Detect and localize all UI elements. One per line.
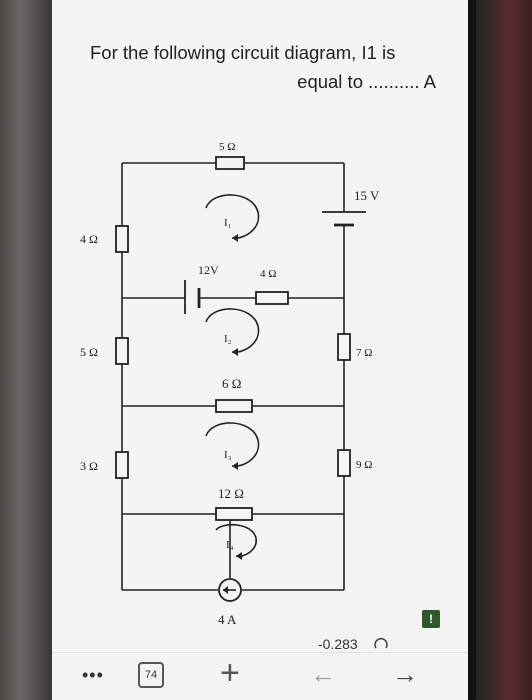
resistor-3-left xyxy=(115,451,129,479)
label-source-12: 12V xyxy=(198,263,219,277)
browser-screen: For the following circuit diagram, I1 is… xyxy=(52,0,468,700)
current-source xyxy=(218,578,242,602)
resistor-7-right xyxy=(337,333,351,361)
battery-12v xyxy=(184,280,201,314)
label-r-bottom: 12 Ω xyxy=(218,486,244,501)
label-current-source: 4 A xyxy=(218,612,237,627)
mesh-arrow-1 xyxy=(205,194,260,239)
mesh-arrow-4 xyxy=(215,523,257,558)
resistor-4-left xyxy=(115,225,129,253)
forward-arrow-icon[interactable]: → xyxy=(392,659,418,689)
label-mesh-4: I₄ xyxy=(226,539,234,551)
answer-value: -0.283 xyxy=(318,636,358,652)
label-r-mid: 4 Ω xyxy=(260,268,276,280)
mesh-arrow-2 xyxy=(205,308,260,353)
tabs-icon[interactable]: 74 xyxy=(138,662,164,688)
resistor-6-center xyxy=(215,399,253,413)
label-r-left-1: 4 Ω xyxy=(80,232,98,246)
back-arrow-icon[interactable]: ← xyxy=(310,659,336,689)
flag-button[interactable]: ! xyxy=(422,610,440,628)
label-mesh-3: I₃ xyxy=(224,449,232,461)
resistor-12-bottom xyxy=(215,507,253,521)
label-r-left-3: 3 Ω xyxy=(80,459,98,473)
resistor-5-left xyxy=(115,337,129,365)
more-icon[interactable]: ••• xyxy=(82,665,104,685)
label-r-left-2: 5 Ω xyxy=(80,345,98,359)
circuit-diagram: 5 Ω 15 V 4 Ω I₁ 12V 4 Ω 5 Ω I₂ 7 Ω 6 Ω 3… xyxy=(80,141,380,627)
browser-toolbar: ••• 74 + ← → xyxy=(52,652,468,700)
plus-icon[interactable]: + xyxy=(220,654,240,692)
resistor-5-top xyxy=(215,156,245,170)
label-r-right-2: 9 Ω xyxy=(356,459,372,471)
label-mesh-2: I₂ xyxy=(224,333,232,345)
resistor-4-mid xyxy=(255,291,289,305)
label-r-right-1: 7 Ω xyxy=(356,347,372,359)
label-r-center: 6 Ω xyxy=(222,376,241,391)
phone-edge xyxy=(468,0,476,700)
battery-15v xyxy=(322,211,366,227)
question-text: For the following circuit diagram, I1 is… xyxy=(90,38,436,96)
mesh-arrow-3 xyxy=(205,422,260,467)
label-r-top: 5 Ω xyxy=(219,141,235,153)
resistor-9-right xyxy=(337,449,351,477)
loading-icon xyxy=(374,638,388,649)
phone-bezel-left xyxy=(0,0,52,700)
question-line-2: equal to .......... A xyxy=(297,71,436,92)
label-source-15: 15 V xyxy=(354,188,380,203)
question-line-1: For the following circuit diagram, I1 is xyxy=(90,42,396,63)
label-mesh-1: I₁ xyxy=(224,217,232,229)
